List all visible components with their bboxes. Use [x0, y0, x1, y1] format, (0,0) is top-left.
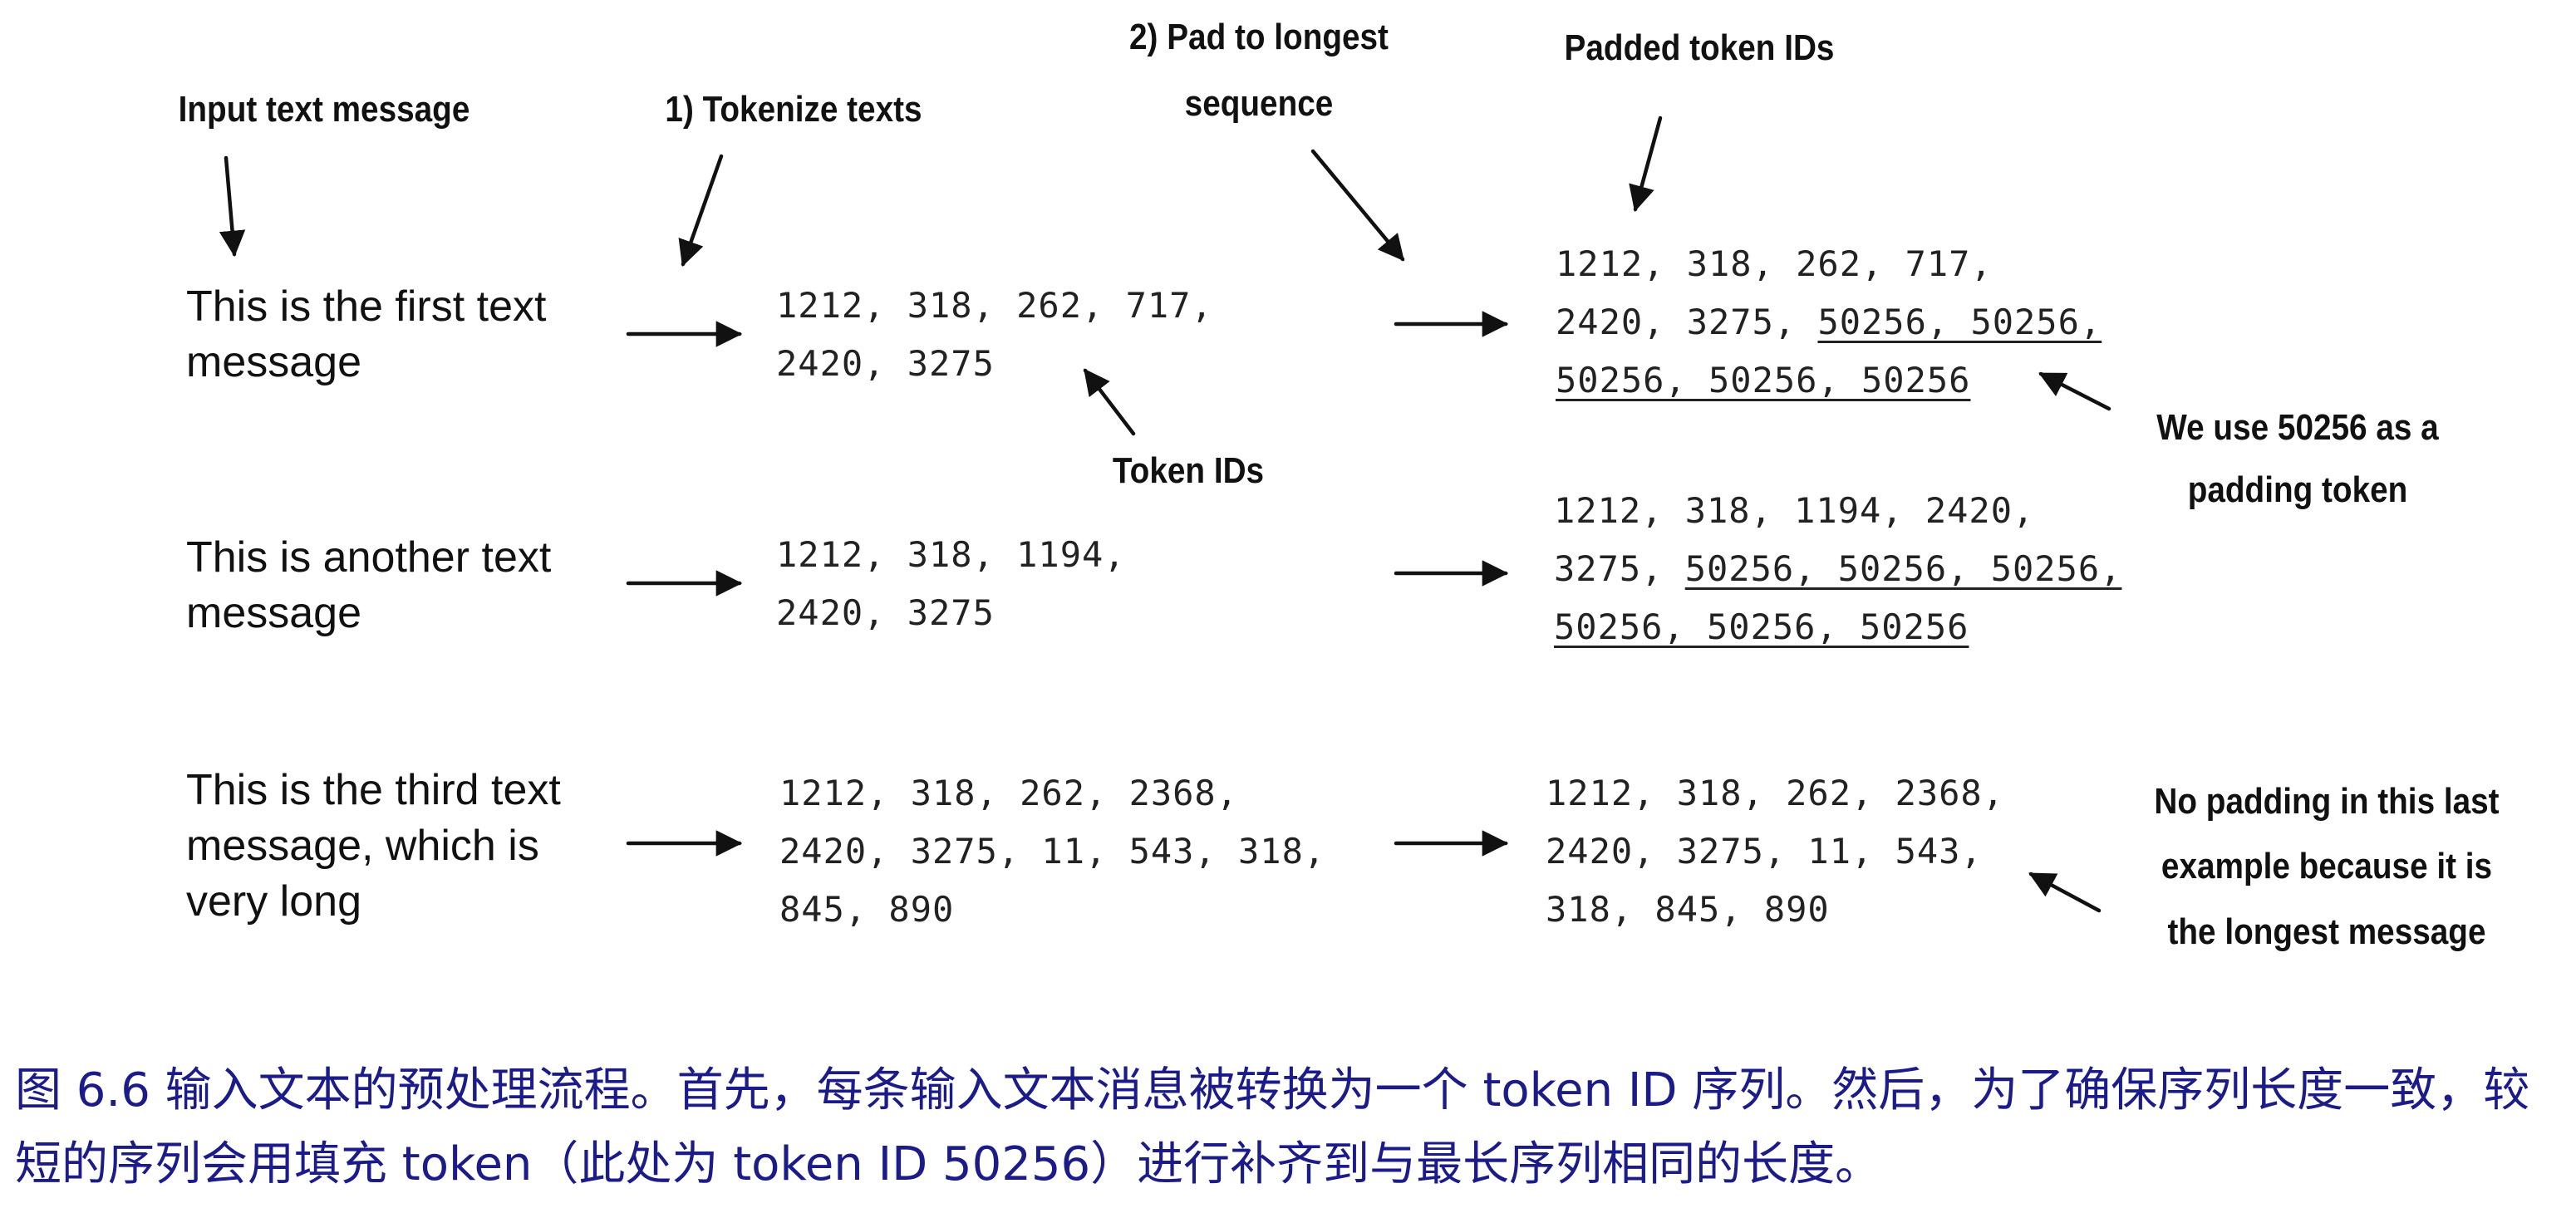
message-1-line1: This is the first text [186, 282, 547, 331]
label-pad-to-longest-line1: 2) Pad to longest [1129, 17, 1389, 57]
arrow-token-ids-label [1083, 368, 1136, 436]
label-input-text-message: Input text message [178, 89, 470, 130]
arrow-input-label [219, 155, 246, 258]
padded-ids-2-line2-padding: 50256, 50256, 50256, [1684, 548, 2122, 589]
padded-ids-1-line2: 2420, 3275, 50256, 50256, [1556, 293, 2102, 351]
message-3-line1: This is the third text [186, 766, 561, 814]
arrow-no-padding-note [2028, 872, 2102, 913]
padded-ids-2-line2-original: 3275, [1554, 548, 1685, 589]
padded-ids-2-line3: 50256, 50256, 50256 [1554, 598, 1969, 656]
token-ids-3-line3: 845, 890 [779, 889, 955, 930]
label-no-padding-line3: the longest message [2167, 911, 2486, 952]
label-no-padding-line1: No padding in this last [2154, 781, 2500, 822]
label-padding-note-line2: padding token [2187, 469, 2408, 510]
padded-ids-3-line3: 318, 845, 890 [1546, 889, 1830, 930]
token-ids-2-line1: 1212, 318, 1194, [776, 534, 1126, 575]
token-ids-2-line2: 2420, 3275 [776, 592, 995, 633]
arrow-tokenize-label [678, 154, 724, 267]
token-ids-1-line2: 2420, 3275 [776, 343, 995, 384]
padded-ids-1-line1: 1212, 318, 262, 717, [1556, 243, 1993, 284]
message-2-line1: This is another text [186, 533, 552, 582]
padded-ids-2-line2: 3275, 50256, 50256, 50256, [1554, 540, 2121, 598]
arrow-padded-ids-label [1629, 115, 1663, 213]
label-pad-to-longest-line2: sequence [1184, 83, 1334, 124]
padded-ids-3-line2: 2420, 3275, 11, 543, [1546, 831, 1983, 872]
label-no-padding-line2: example because it is [2161, 846, 2493, 886]
label-tokenize-texts: 1) Tokenize texts [665, 89, 922, 130]
label-token-ids: Token IDs [1112, 450, 1265, 491]
padded-ids-2-line1: 1212, 318, 1194, 2420, [1554, 490, 2035, 531]
padded-ids-3-line1: 1212, 318, 262, 2368, [1546, 773, 2005, 813]
figure-caption: 图 6.6 输入文本的预处理流程。首先，每条输入文本消息被转换为一个 token… [15, 1063, 2530, 1191]
label-padding-note-line1: We use 50256 as a [2156, 407, 2439, 448]
padded-ids-1-line3: 50256, 50256, 50256 [1556, 351, 1970, 410]
message-3-line2: message, which is [186, 822, 539, 870]
padded-ids-1-line2-original: 2420, 3275, [1556, 302, 1818, 342]
token-ids-3-line2: 2420, 3275, 11, 543, 318, [779, 831, 1326, 872]
padded-ids-1-line2-padding: 50256, 50256, [1817, 302, 2102, 342]
token-ids-3-line1: 1212, 318, 262, 2368, [779, 773, 1239, 813]
padded-ids-1-line3-padding: 50256, 50256, 50256 [1556, 360, 1971, 400]
arrow-pad-label [1310, 149, 1405, 262]
message-2-line2: message [186, 589, 361, 637]
message-3-line3: very long [186, 877, 361, 926]
arrow-padding-note [2038, 371, 2111, 411]
message-1-line2: message [186, 338, 361, 386]
padded-ids-2-line3-padding: 50256, 50256, 50256 [1554, 606, 1969, 647]
label-padded-token-ids: Padded token IDs [1564, 27, 1835, 68]
token-ids-1-line1: 1212, 318, 262, 717, [776, 285, 1213, 326]
